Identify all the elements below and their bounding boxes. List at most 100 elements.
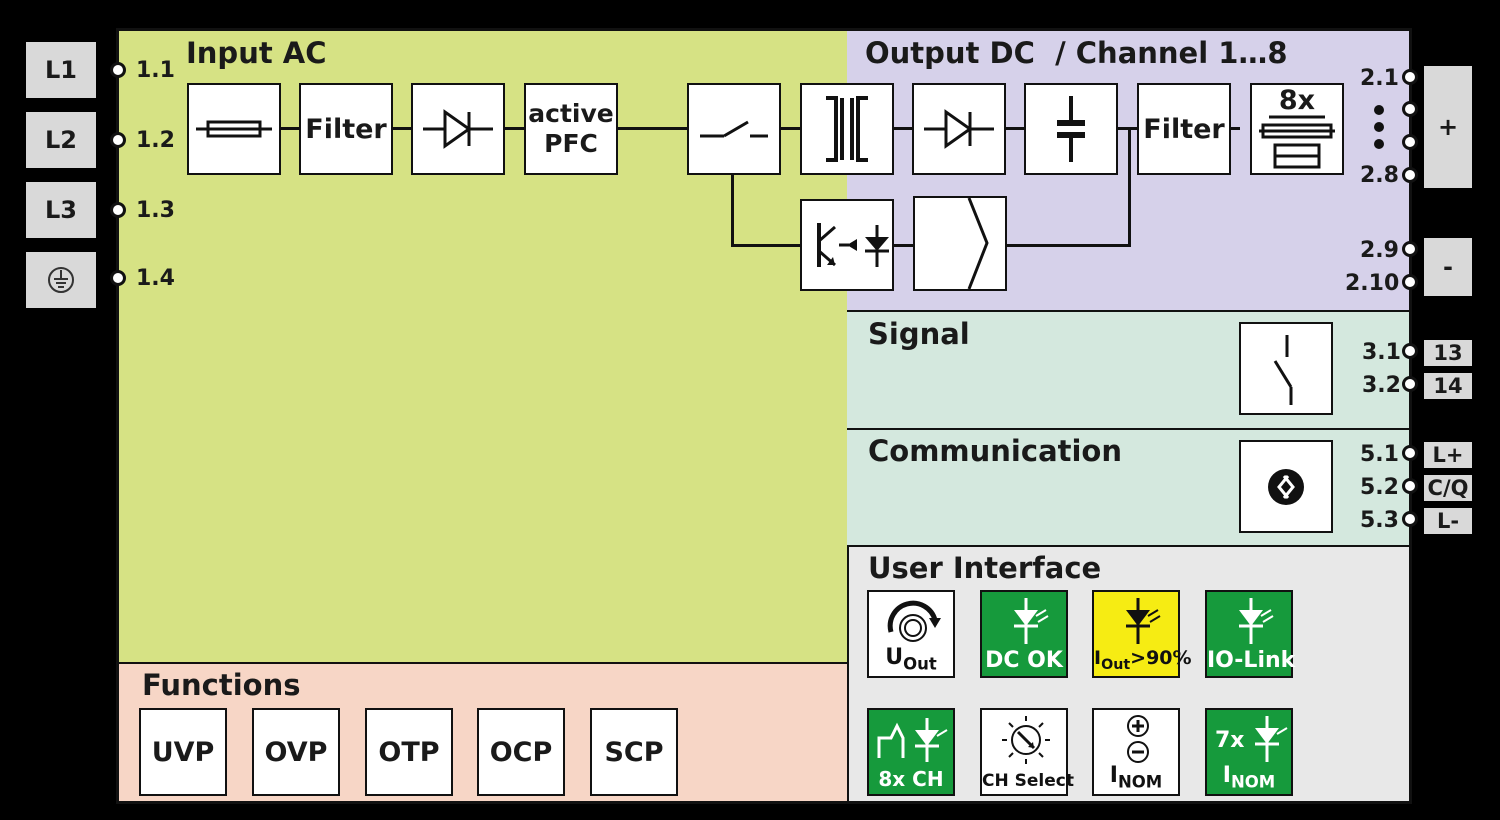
output-rectifier-block <box>912 83 1006 175</box>
channel-select-control[interactable]: CH Select <box>980 708 1074 796</box>
inom-main: I <box>1109 762 1118 788</box>
uout-potentiometer[interactable]: UOut <box>867 590 955 678</box>
plus-minus-icon <box>1127 715 1149 763</box>
channel-led-icon <box>877 718 948 762</box>
potentiometer-icon <box>887 600 941 642</box>
inom-7x-prefix: 7x <box>1215 728 1245 753</box>
terminal-tag-l2: L2 <box>26 112 96 168</box>
iout-sub: Out <box>1101 657 1131 673</box>
pin-label-2-8: 2.8 <box>1360 163 1399 188</box>
terminal-tag-plus: + <box>1424 66 1472 188</box>
user-interface-title: User Interface <box>868 551 1102 585</box>
fuse-icon <box>196 120 272 138</box>
terminal-tag-pe <box>26 252 96 308</box>
iout-90-led: IOut>90% <box>1092 590 1192 678</box>
function-uvp: UVP <box>139 708 227 796</box>
led-icon <box>1126 598 1161 644</box>
pin-label-1-1: 1.1 <box>136 58 175 83</box>
capacitor-block <box>1024 83 1118 175</box>
pin-label-3-2: 3.2 <box>1362 373 1401 398</box>
terminal-tag-14: 14 <box>1424 373 1472 399</box>
inom-7x-main: I <box>1222 762 1231 788</box>
pin-label-5-2: 5.2 <box>1360 475 1399 500</box>
terminal-2-9[interactable] <box>1402 241 1418 257</box>
device-outline <box>116 28 1412 804</box>
io-link-led: IO-Link <box>1205 590 1295 678</box>
led-icon <box>1014 598 1049 644</box>
inom-7x-sub: NOM <box>1230 772 1276 791</box>
terminal-2-1[interactable] <box>1402 69 1418 85</box>
output-filter-block: Filter <box>1137 83 1231 175</box>
terminal-2-x[interactable] <box>1402 101 1418 117</box>
function-scp: SCP <box>590 708 678 796</box>
inom-label: INOM <box>1094 763 1178 791</box>
communication-title: Communication <box>868 434 1123 468</box>
output-fuse-icon <box>1259 115 1335 169</box>
controller-icon <box>967 197 989 290</box>
pin-label-1-4: 1.4 <box>136 266 175 291</box>
dc-ok-led: DC OK <box>980 590 1068 678</box>
switch-block <box>687 83 781 175</box>
function-ocp: OCP <box>477 708 565 796</box>
terminal-2-10[interactable] <box>1402 274 1418 290</box>
terminal-1-3[interactable] <box>110 202 126 218</box>
terminal-tag-l3: L3 <box>26 182 96 238</box>
channel-status-led: 8x CH <box>867 708 955 796</box>
pin-label-5-3: 5.3 <box>1360 508 1399 533</box>
uout-label: UOut <box>869 645 953 673</box>
wire-feedback-mid <box>893 244 915 247</box>
ellipsis-dots-icon <box>1374 105 1384 149</box>
terminal-5-3[interactable] <box>1402 511 1418 527</box>
wire-feedback-up <box>1128 127 1131 247</box>
inom-buttons[interactable]: INOM <box>1092 708 1180 796</box>
pin-label-2-9: 2.9 <box>1360 238 1399 263</box>
pin-label-3-1: 3.1 <box>1362 340 1401 365</box>
inom-7x-led: 7x INOM <box>1205 708 1293 796</box>
pin-label-2-1: 2.1 <box>1360 66 1399 91</box>
terminal-3-2[interactable] <box>1402 376 1418 392</box>
pin-label-1-3: 1.3 <box>136 198 175 223</box>
terminal-5-1[interactable] <box>1402 445 1418 461</box>
iout-label: IOut>90% <box>1094 647 1192 673</box>
terminal-2-8[interactable] <box>1402 167 1418 183</box>
pin-label-5-1: 5.1 <box>1360 442 1399 467</box>
transformer-block <box>800 83 894 175</box>
terminal-1-1[interactable] <box>110 62 126 78</box>
diode-icon <box>423 109 493 149</box>
pfc-line1: active <box>528 99 614 128</box>
function-otp: OTP <box>365 708 453 796</box>
io-link-block <box>1239 440 1333 533</box>
terminal-1-4[interactable] <box>110 270 126 286</box>
terminal-tag-l1: L1 <box>26 42 96 98</box>
input-filter-block: Filter <box>299 83 393 175</box>
capacitor-icon <box>1057 96 1085 162</box>
relay-contact-block <box>1239 322 1333 415</box>
function-ovp: OVP <box>252 708 340 796</box>
terminal-tag-l-plus: L+ <box>1424 442 1472 468</box>
wire-feedback-right <box>1005 244 1131 247</box>
uout-sub: Out <box>903 654 937 673</box>
inom-sub: NOM <box>1117 772 1163 791</box>
functions-title: Functions <box>142 668 301 702</box>
terminal-1-2[interactable] <box>110 132 126 148</box>
terminal-3-1[interactable] <box>1402 343 1418 359</box>
wire-branch-down <box>731 174 734 246</box>
pfc-block: active PFC <box>524 83 618 175</box>
output-diode-icon <box>924 109 994 149</box>
led-icon <box>1255 716 1288 762</box>
pfc-line2: PFC <box>544 129 598 158</box>
transformer-icon <box>826 96 868 162</box>
ground-icon <box>48 267 74 293</box>
iout-main: I <box>1094 647 1102 670</box>
signal-title: Signal <box>868 317 970 351</box>
ch-select-label: CH Select <box>982 771 1074 791</box>
relay-contact-icon <box>1273 334 1293 405</box>
channel-8x-label: 8x CH <box>878 767 944 791</box>
pin-label-1-2: 1.2 <box>136 128 175 153</box>
input-ac-title: Input AC <box>186 36 327 70</box>
output-fuse-block: 8x <box>1250 83 1344 175</box>
terminal-tag-cq: C/Q <box>1424 475 1472 501</box>
terminal-2-y[interactable] <box>1402 134 1418 150</box>
terminal-5-2[interactable] <box>1402 478 1418 494</box>
inom-7x-label: INOM <box>1207 763 1291 791</box>
